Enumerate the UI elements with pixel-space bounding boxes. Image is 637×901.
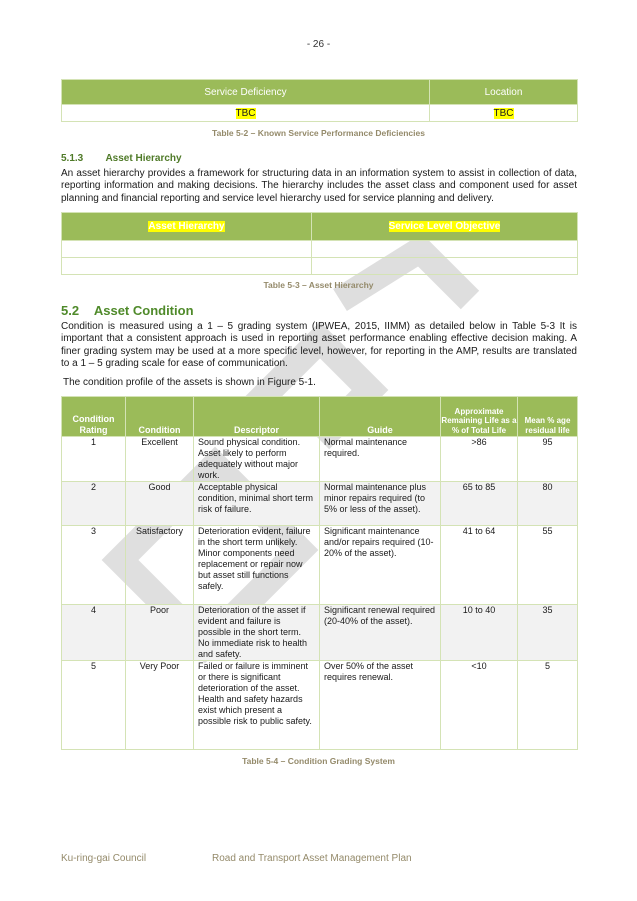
descriptor-cell: Deterioration evident, failure in the sh… — [193, 525, 320, 605]
guide-cell: Significant renewal required (20-40% of … — [319, 604, 441, 661]
rating-cell: 2 — [61, 481, 126, 526]
footer-document-title: Road and Transport Asset Management Plan — [212, 853, 412, 864]
rating-cell: 1 — [61, 436, 126, 482]
descriptor-cell: Acceptable physical condition, minimal s… — [193, 481, 320, 526]
condition-cell: Poor — [125, 604, 194, 661]
remaining-life-cell: 41 to 64 — [440, 525, 518, 605]
table-cell — [311, 257, 578, 275]
rating-cell: 4 — [61, 604, 126, 661]
table-row — [61, 240, 578, 258]
asset-hierarchy-table: Asset Hierarchy Service Level Objective — [61, 212, 578, 275]
mean-life-cell: 80 — [517, 481, 578, 526]
column-header-guide: Guide — [319, 396, 441, 437]
footer-organisation: Ku-ring-gai Council — [61, 853, 147, 864]
column-header-descriptor: Descriptor — [193, 396, 320, 437]
descriptor-cell: Sound physical condition. Asset likely t… — [193, 436, 320, 482]
table-row: 3 Satisfactory Deterioration evident, fa… — [61, 525, 578, 605]
column-header-condition-rating: Condition Rating — [61, 396, 126, 437]
service-deficiency-cell: TBC — [61, 104, 430, 122]
page-number: - 26 - — [306, 39, 331, 50]
condition-cell: Very Poor — [125, 660, 194, 750]
condition-cell: Excellent — [125, 436, 194, 482]
guide-cell: Over 50% of the asset requires renewal. — [319, 660, 441, 750]
table-row — [61, 257, 578, 275]
descriptor-cell: Failed or failure is imminent or there i… — [193, 660, 320, 750]
column-header-mean-residual-life: Mean % age residual life — [517, 396, 578, 437]
rating-cell: 3 — [61, 525, 126, 605]
section-number: 5.1.3 — [61, 153, 84, 164]
section-heading-asset-hierarchy: 5.1.3 Asset Hierarchy — [61, 153, 182, 164]
table-row: 2 Good Acceptable physical condition, mi… — [61, 481, 578, 526]
table-cell — [311, 240, 578, 258]
column-header-remaining-life: Approximate Remaining Life as a % of Tot… — [440, 396, 518, 437]
asset-hierarchy-paragraph: An asset hierarchy provides a framework … — [61, 168, 577, 204]
table-header-row: Service Deficiency Location — [61, 79, 578, 105]
descriptor-cell: Deterioration of the asset if evident an… — [193, 604, 320, 661]
section-number: 5.2 — [61, 303, 80, 318]
guide-cell: Significant maintenance and/or repairs r… — [319, 525, 441, 605]
asset-condition-paragraph: Condition is measured using a 1 – 5 grad… — [61, 321, 577, 370]
column-header-service-level-objective: Service Level Objective — [311, 212, 578, 241]
table-cell — [61, 240, 312, 258]
section-title: Asset Hierarchy — [105, 153, 182, 164]
table-header-row: Condition Rating Condition Descriptor Gu… — [61, 396, 578, 437]
table-row: 1 Excellent Sound physical condition. As… — [61, 436, 578, 482]
table-caption: Table 5-2 – Known Service Performance De… — [212, 128, 425, 138]
known-service-deficiencies-table: Service Deficiency Location TBC TBC — [61, 79, 578, 122]
condition-cell: Good — [125, 481, 194, 526]
mean-life-cell: 35 — [517, 604, 578, 661]
guide-cell: Normal maintenance plus minor repairs re… — [319, 481, 441, 526]
rating-cell: 5 — [61, 660, 126, 750]
table-row: TBC TBC — [61, 104, 578, 122]
condition-profile-note: The condition profile of the assets is s… — [63, 377, 316, 388]
condition-grading-table: Condition Rating Condition Descriptor Gu… — [61, 396, 578, 750]
tbc-highlight: TBC — [235, 107, 256, 119]
table-header-row: Asset Hierarchy Service Level Objective — [61, 212, 578, 241]
tbc-highlight: TBC — [493, 107, 514, 119]
table-row: 4 Poor Deterioration of the asset if evi… — [61, 604, 578, 661]
remaining-life-cell: <10 — [440, 660, 518, 750]
mean-life-cell: 95 — [517, 436, 578, 482]
column-header-condition: Condition — [125, 396, 194, 437]
section-title: Asset Condition — [93, 303, 194, 318]
guide-cell: Normal maintenance required. — [319, 436, 441, 482]
remaining-life-cell: 65 to 85 — [440, 481, 518, 526]
location-cell: TBC — [429, 104, 578, 122]
table-cell — [61, 257, 312, 275]
table-row: 5 Very Poor Failed or failure is imminen… — [61, 660, 578, 750]
condition-cell: Satisfactory — [125, 525, 194, 605]
mean-life-cell: 5 — [517, 660, 578, 750]
section-heading-asset-condition: 5.2 Asset Condition — [61, 303, 194, 318]
mean-life-cell: 55 — [517, 525, 578, 605]
column-header-asset-hierarchy: Asset Hierarchy — [61, 212, 312, 241]
column-header-location: Location — [429, 79, 578, 105]
table-caption: Table 5-3 – Asset Hierarchy — [263, 280, 374, 290]
remaining-life-cell: 10 to 40 — [440, 604, 518, 661]
table-caption: Table 5-4 – Condition Grading System — [242, 756, 395, 766]
remaining-life-cell: >86 — [440, 436, 518, 482]
column-header-service-deficiency: Service Deficiency — [61, 79, 430, 105]
